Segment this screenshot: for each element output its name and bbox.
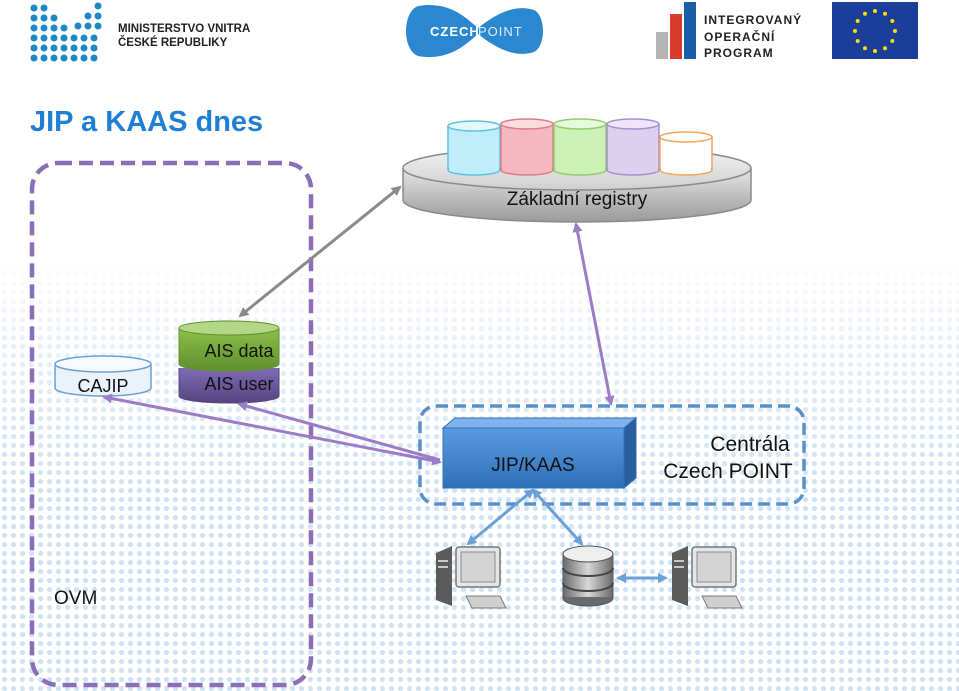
registry-label: Základní registry xyxy=(507,189,648,210)
ministry-logo: MINISTERSTVO VNITRA ČESKÉ REPUBLIKY xyxy=(30,2,250,62)
cajip-database: CAJIP xyxy=(54,355,152,397)
arrow-registries-central xyxy=(572,222,615,406)
ovm-boundary xyxy=(29,160,314,688)
registry-cylinder-4 xyxy=(606,118,660,176)
iop-text-line2: OPERAČNÍ xyxy=(704,29,775,44)
registry-cylinder-5 xyxy=(659,131,713,176)
jip-kaas-box: JIP/KAAS xyxy=(441,416,638,490)
arrow-jip-workstation-left xyxy=(466,488,535,546)
eu-stars xyxy=(853,9,897,53)
arrow-cajip-jip xyxy=(102,393,442,466)
ais-database: AIS data AIS user xyxy=(178,320,280,404)
central-label-line1: Centrála xyxy=(710,433,790,456)
ais-user-label: AIS user xyxy=(204,374,273,394)
iop-text-line1: INTEGROVANÝ xyxy=(704,12,802,27)
ministry-name-line1: MINISTERSTVO VNITRA xyxy=(118,23,250,35)
workstation-left-icon xyxy=(436,546,507,609)
central-label-line2: Czech POINT xyxy=(663,460,793,483)
slide-title: JIP a KAAS dnes xyxy=(30,106,263,138)
database-server-icon xyxy=(562,545,614,607)
arrow-ais-jip xyxy=(237,401,441,462)
eu-flag-logo xyxy=(832,2,918,59)
workstation-right-icon xyxy=(672,546,743,609)
ais-data-label: AIS data xyxy=(204,341,274,361)
czechpoint-logo-text-a: CZECH xyxy=(430,24,480,39)
ministry-name-line2: ČESKÉ REPUBLIKY xyxy=(118,36,228,49)
ministry-dot-mark xyxy=(30,2,102,62)
arrow-ais-registries xyxy=(238,185,402,318)
dotted-background xyxy=(0,255,959,691)
basic-registries: Základní registry xyxy=(402,118,752,223)
iop-text-line3: PROGRAM xyxy=(704,46,774,60)
czechpoint-logo-text-b: POINT xyxy=(478,24,523,39)
registry-cylinder-1 xyxy=(447,120,501,176)
czechpoint-logo: CZECH POINT xyxy=(406,4,543,58)
jip-kaas-label: JIP/KAAS xyxy=(491,455,574,476)
registry-cylinder-3 xyxy=(553,118,607,176)
registry-cylinder-2 xyxy=(500,118,554,176)
cajip-label: CAJIP xyxy=(77,376,128,396)
arrow-jip-server xyxy=(531,488,584,546)
ovm-label: OVM xyxy=(54,588,97,609)
iop-logo: INTEGROVANÝ OPERAČNÍ PROGRAM xyxy=(656,2,802,60)
